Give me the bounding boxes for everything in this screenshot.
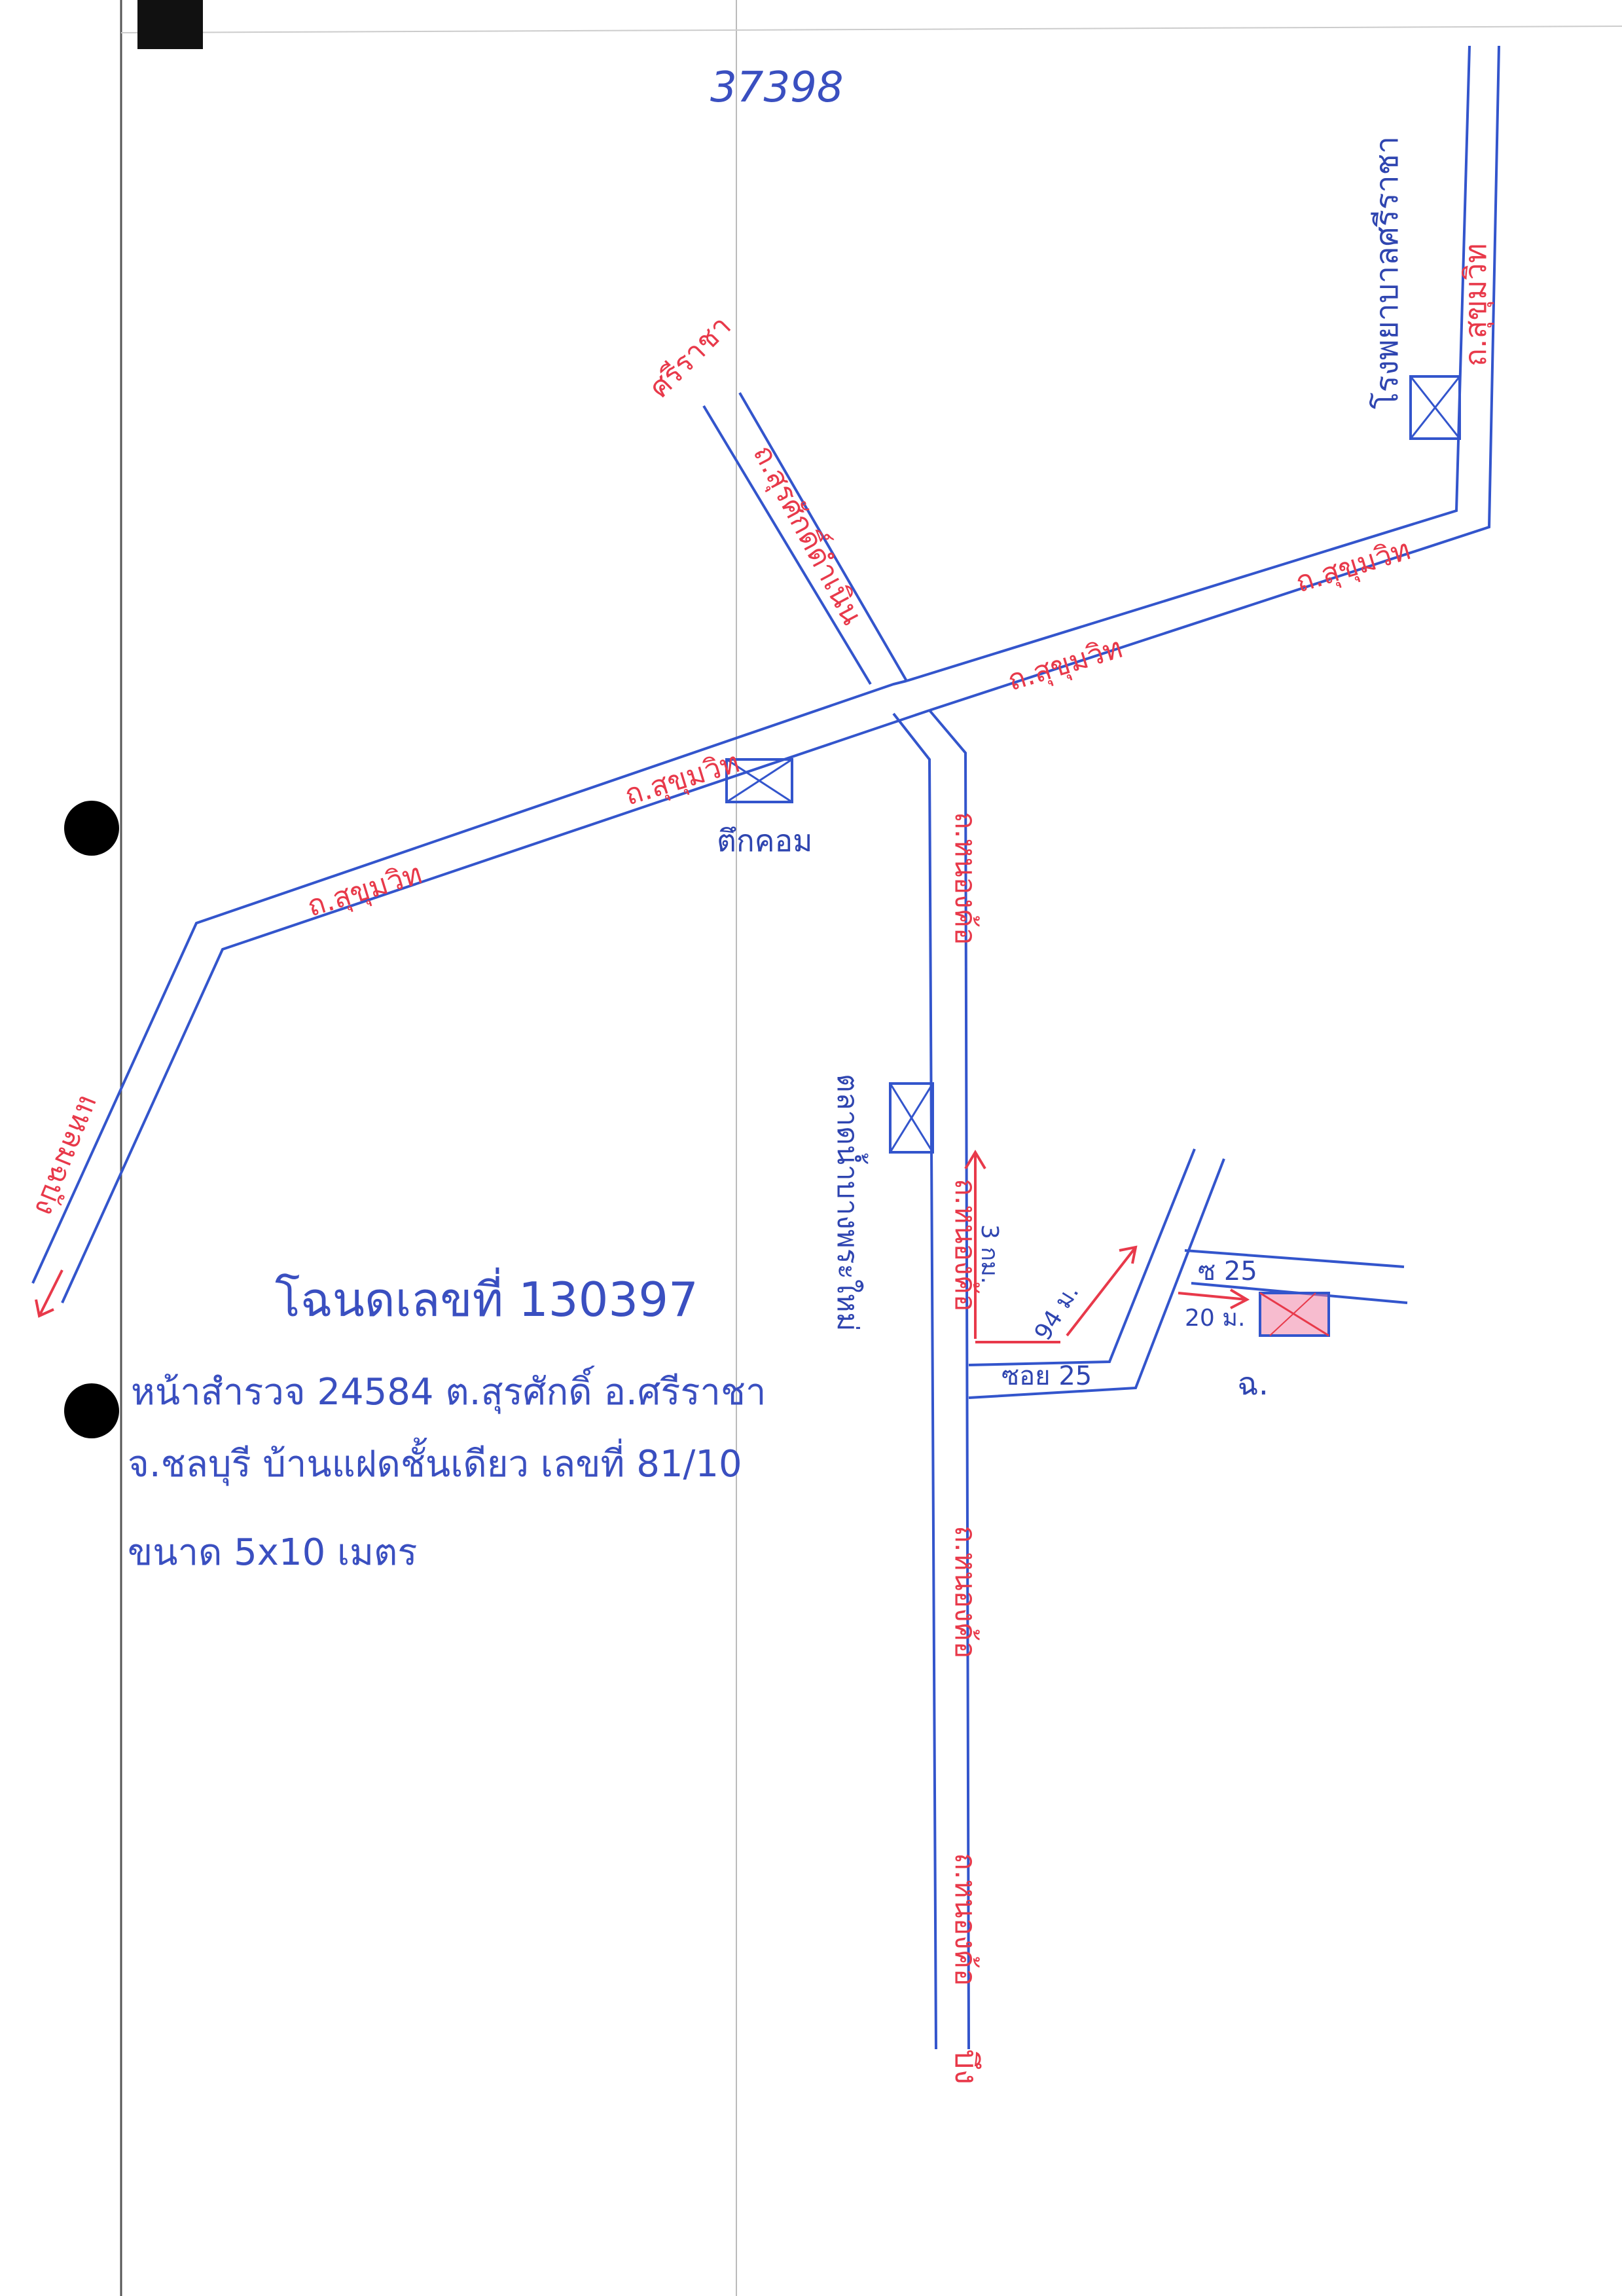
deed-line-4: ขนาด 5x10 เมตร	[128, 1531, 418, 1574]
label-tuk-com: ตึกคอม	[717, 823, 812, 858]
road-sukhumvit-main	[31, 680, 930, 1303]
label-sriracha: ศรีราชา	[643, 309, 738, 404]
deed-line-2: หน้าสำรวจ 24584 ต.สุรศักดิ์ อ.ศรีราชา	[131, 1366, 766, 1414]
road-sukhumvit-north	[906, 45, 1500, 712]
label-soi-25-short: ซ 25	[1198, 1256, 1257, 1286]
label-nong-kho-3: ถ.หนองค้อ	[948, 1525, 982, 1658]
label-sukhumvit-far-west: ถ.สุขุมวิท	[303, 857, 426, 924]
route-arrows	[35, 1150, 1250, 1343]
market-marker	[889, 1082, 934, 1154]
punch-hole-top	[64, 801, 119, 856]
binder-clip	[137, 0, 203, 49]
tuk-com-marker	[725, 758, 793, 803]
label-bueng: บึง	[948, 2049, 984, 2085]
road-soi-25	[968, 1148, 1225, 1399]
label-nong-kho-2: ถ.หนองค้อ	[948, 1178, 982, 1311]
road-nong-kho	[892, 709, 970, 2050]
label-sukhumvit-north: ถ.สุขุมวิท	[1458, 244, 1494, 367]
label-nong-kho-1: ถ.หนองค้อ	[948, 812, 982, 945]
distance-94m: 94 ม.	[1030, 1280, 1085, 1345]
property-marker	[1259, 1292, 1330, 1337]
label-market: ตลาดน้ำบางพระใหม่	[831, 1074, 869, 1332]
label-soi-25: ซอย 25	[1001, 1361, 1092, 1391]
label-surasak: ถ.สุรศักดิ์ดำเนิน	[746, 437, 873, 630]
label-hospital: โรงพยาบาลศรีราชา	[1369, 136, 1405, 409]
distance-3km: 3 กม.	[976, 1224, 1003, 1284]
document-number: 37398	[710, 64, 844, 112]
road-surasak	[702, 392, 908, 685]
label-nong-kho-4: ถ.หนองค้อ	[948, 1853, 982, 1986]
deed-line-1: โฉนดเลขที่ 130397	[275, 1267, 698, 1327]
punch-hole-bottom	[64, 1383, 119, 1438]
hospital-marker	[1409, 375, 1461, 440]
top-edge-line	[120, 26, 1622, 33]
deed-line-3: จ.ชลบุรี บ้านแฝดชั้นเดียว เลขที่ 81/10	[128, 1438, 742, 1486]
distance-20m: 20 ม.	[1185, 1305, 1245, 1332]
north-mark: ฉ.	[1237, 1366, 1269, 1402]
label-laem-chabang: แหลมฉบัง	[28, 1091, 106, 1220]
label-sukhumvit-center: ถ.สุขุมวิท	[1003, 631, 1126, 698]
